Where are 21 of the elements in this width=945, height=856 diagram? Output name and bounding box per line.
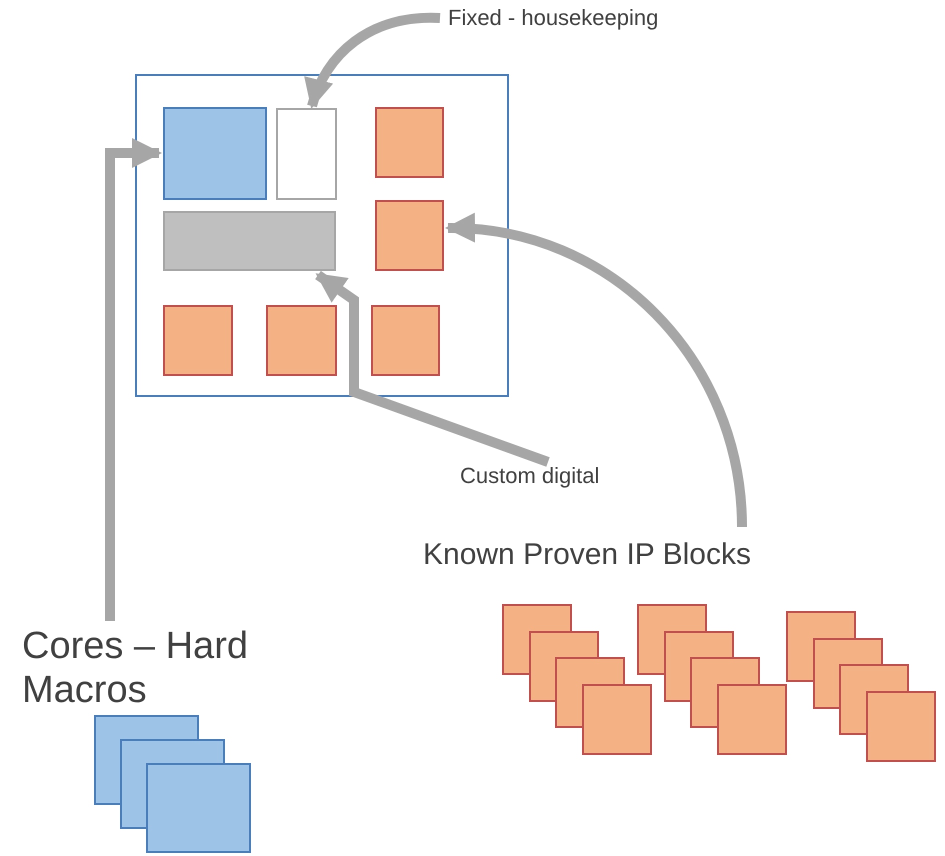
- ip-block-stack-drawing: [786, 611, 936, 762]
- callout-text: Cores – Hard Macros: [22, 625, 322, 712]
- arrow: [306, 12, 440, 109]
- callout-text: Known Proven IP Blocks: [423, 538, 843, 572]
- chip-outline: [135, 74, 509, 397]
- arrow: [105, 138, 162, 621]
- arrow: [315, 270, 550, 467]
- callout-text: Fixed - housekeeping: [448, 5, 748, 30]
- ip-block: [371, 305, 440, 376]
- ip-block: [375, 200, 444, 271]
- core-block: [163, 107, 267, 200]
- ip-block: [163, 305, 233, 376]
- ip-block: [266, 305, 337, 376]
- callout-text: Custom digital: [460, 463, 690, 488]
- ip-block: [375, 107, 444, 178]
- core-block-stack-drawing: [94, 715, 251, 853]
- ip-block-stack-drawing: [637, 604, 786, 756]
- digital-block: [163, 211, 336, 271]
- empty-slot: [276, 108, 337, 200]
- arrow: [445, 214, 747, 528]
- ip-block-stack-drawing: [502, 604, 652, 756]
